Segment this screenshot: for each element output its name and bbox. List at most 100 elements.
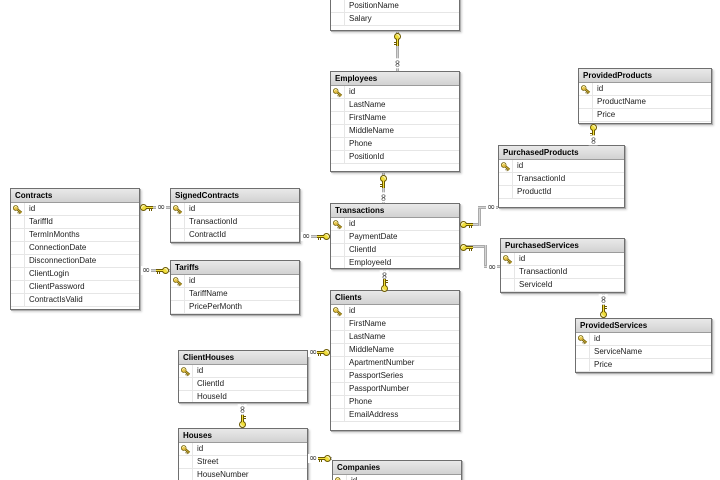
column-row[interactable]: MiddleName (331, 344, 459, 357)
one-end-key-icon (376, 174, 390, 188)
column-row[interactable]: EmployeeId (331, 257, 459, 268)
column-row[interactable]: Phone (331, 396, 459, 409)
relationship-line-transactions-purchased-services[interactable] (460, 245, 487, 248)
column-row[interactable]: HouseNumber (179, 469, 307, 480)
icon-cell (171, 229, 185, 241)
relationship-line-transactions-purchased-services[interactable] (484, 245, 487, 268)
column-row[interactable]: PaymentDate (331, 231, 459, 244)
column-row[interactable]: id (499, 160, 624, 173)
column-row[interactable]: LastName (331, 331, 459, 344)
column-row[interactable]: ConnectionDate (11, 242, 139, 255)
column-row[interactable]: MiddleName (331, 125, 459, 138)
relationship-line-transactions-signed-contracts[interactable] (300, 235, 330, 238)
column-name: id (189, 276, 196, 285)
column-row[interactable]: id (576, 333, 711, 346)
column-row[interactable]: TariffName (171, 288, 299, 301)
column-row[interactable]: ApartmentNumber (331, 357, 459, 370)
table-header-signed-contracts[interactable]: SignedContracts (171, 189, 299, 203)
column-name: FirstName (349, 113, 386, 122)
many-end-infinity-icon: ∞ (390, 56, 404, 70)
column-row[interactable]: id (501, 253, 624, 266)
relationship-line-employees-transactions[interactable] (382, 172, 385, 203)
column-row[interactable]: FirstName (331, 112, 459, 125)
column-row[interactable]: FirstName (331, 318, 459, 331)
column-row[interactable]: TransactionId (171, 216, 299, 229)
column-name: ContractId (189, 230, 226, 239)
column-row[interactable]: ServiceId (501, 279, 624, 292)
relationship-line-contracts-signed-contracts[interactable] (140, 206, 170, 209)
column-row[interactable]: Salary (331, 13, 459, 26)
column-row[interactable]: ClientLogin (11, 268, 139, 281)
column-row[interactable]: ServiceName (576, 346, 711, 359)
column-row[interactable]: TransactionId (499, 173, 624, 186)
column-row[interactable]: TariffId (11, 216, 139, 229)
column-row[interactable]: PricePerMonth (171, 301, 299, 314)
column-row[interactable]: ClientId (331, 244, 459, 257)
relationship-line-transactions-purchased-products[interactable] (478, 206, 481, 226)
table-header-companies[interactable]: Companies (333, 461, 461, 475)
table-header-provided-services[interactable]: ProvidedServices (576, 319, 711, 333)
table-header-employees[interactable]: Employees (331, 72, 459, 86)
column-row[interactable]: ProductId (499, 186, 624, 199)
column-row[interactable]: ProductName (579, 96, 711, 109)
column-row[interactable]: HouseId (179, 391, 307, 402)
column-row[interactable]: Street (179, 456, 307, 469)
column-row[interactable]: TermInMonths (11, 229, 139, 242)
column-row[interactable]: id (331, 305, 459, 318)
column-row[interactable]: Phone (331, 138, 459, 151)
table-header-purchased-products[interactable]: PurchasedProducts (499, 146, 624, 160)
table-header-contracts[interactable]: Contracts (11, 189, 139, 203)
column-row[interactable]: DisconnectionDate (11, 255, 139, 268)
column-row[interactable]: ClientPassword (11, 281, 139, 294)
column-row[interactable]: PositionName (331, 0, 459, 13)
icon-cell (501, 266, 515, 278)
column-row[interactable]: id (331, 86, 459, 99)
column-row[interactable]: id (333, 475, 461, 480)
primary-key-icon (331, 218, 345, 230)
column-row[interactable]: ClientId (179, 378, 307, 391)
column-row[interactable]: id (579, 83, 711, 96)
column-row[interactable]: ContractId (171, 229, 299, 242)
column-row[interactable]: id (171, 275, 299, 288)
column-row[interactable]: LastName (331, 99, 459, 112)
column-name: Salary (349, 14, 372, 23)
column-row[interactable]: id (179, 443, 307, 456)
column-row[interactable]: PassportSeries (331, 370, 459, 383)
column-row[interactable]: id (331, 218, 459, 231)
column-row[interactable]: PositionId (331, 151, 459, 164)
table-header-tariffs[interactable]: Tariffs (171, 261, 299, 275)
relationship-line-tariffs-contracts[interactable] (140, 269, 170, 272)
column-row[interactable]: id (171, 203, 299, 216)
column-row[interactable]: Price (576, 359, 711, 372)
column-row[interactable]: id (179, 365, 307, 378)
relationship-line-positions-employees[interactable] (396, 31, 399, 71)
table-header-provided-products[interactable]: ProvidedProducts (579, 69, 711, 83)
table-header-clients[interactable]: Clients (331, 291, 459, 305)
table-header-purchased-services[interactable]: PurchasedServices (501, 239, 624, 253)
column-row[interactable]: Price (579, 109, 711, 122)
table-header-houses[interactable]: Houses (179, 429, 307, 443)
column-row[interactable]: ContractIsValid (11, 294, 139, 307)
many-end-infinity-icon: ∞ (586, 133, 600, 147)
table-companies[interactable]: Companiesid (332, 460, 462, 480)
column-row[interactable]: EmailAddress (331, 409, 459, 422)
table-header-client-houses[interactable]: ClientHouses (179, 351, 307, 365)
column-row[interactable]: id (11, 203, 139, 216)
column-row[interactable]: PassportNumber (331, 383, 459, 396)
column-row[interactable]: TransactionId (501, 266, 624, 279)
table-header-transactions[interactable]: Transactions (331, 204, 459, 218)
